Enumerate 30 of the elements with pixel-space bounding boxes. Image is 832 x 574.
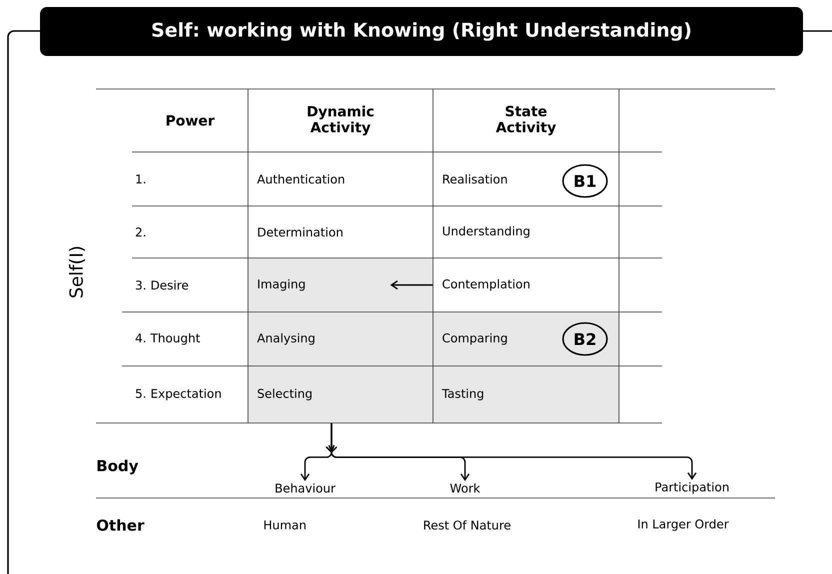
title-banner: Self: working with Knowing (Right Understanding) bbox=[40, 7, 803, 56]
table-cell: Understanding bbox=[443, 226, 530, 238]
column-header: Power bbox=[166, 115, 215, 126]
row-heading: Other bbox=[96, 519, 144, 531]
table-cell: Selecting bbox=[258, 388, 312, 400]
table-cell: Authentication bbox=[257, 174, 344, 184]
table-cell: 1. bbox=[136, 174, 146, 184]
outcome-text: Participation bbox=[656, 482, 728, 494]
table-text: Rest Of Nature bbox=[424, 520, 510, 530]
table-cell: Determination bbox=[258, 227, 342, 237]
table-cell: Contemplation bbox=[442, 279, 530, 291]
table-cell: Imaging bbox=[258, 279, 305, 291]
table-cell: 2. bbox=[136, 228, 146, 236]
table-text: Human bbox=[264, 520, 306, 530]
table-cell: Realisation bbox=[443, 174, 507, 184]
outcome-text: Behaviour bbox=[276, 483, 336, 493]
table-cell: 4. Thought bbox=[136, 333, 200, 345]
row-heading: Body bbox=[98, 460, 138, 474]
column-header: Dynamic Activity bbox=[308, 106, 374, 136]
table-cell: Analysing bbox=[257, 333, 314, 345]
table-cell: 3. Desire bbox=[136, 280, 188, 290]
table-cell: 5. Expectation bbox=[136, 388, 221, 400]
table-text: In Larger Order bbox=[638, 519, 729, 531]
arrow bbox=[390, 280, 433, 290]
arrow bbox=[326, 423, 697, 480]
table-cell: Tasting bbox=[442, 388, 484, 400]
table-cell: Comparing bbox=[442, 333, 507, 345]
column-header: State Activity bbox=[496, 106, 556, 136]
side-label: Self(I) bbox=[68, 246, 86, 298]
outcome-text: Work bbox=[450, 483, 480, 493]
